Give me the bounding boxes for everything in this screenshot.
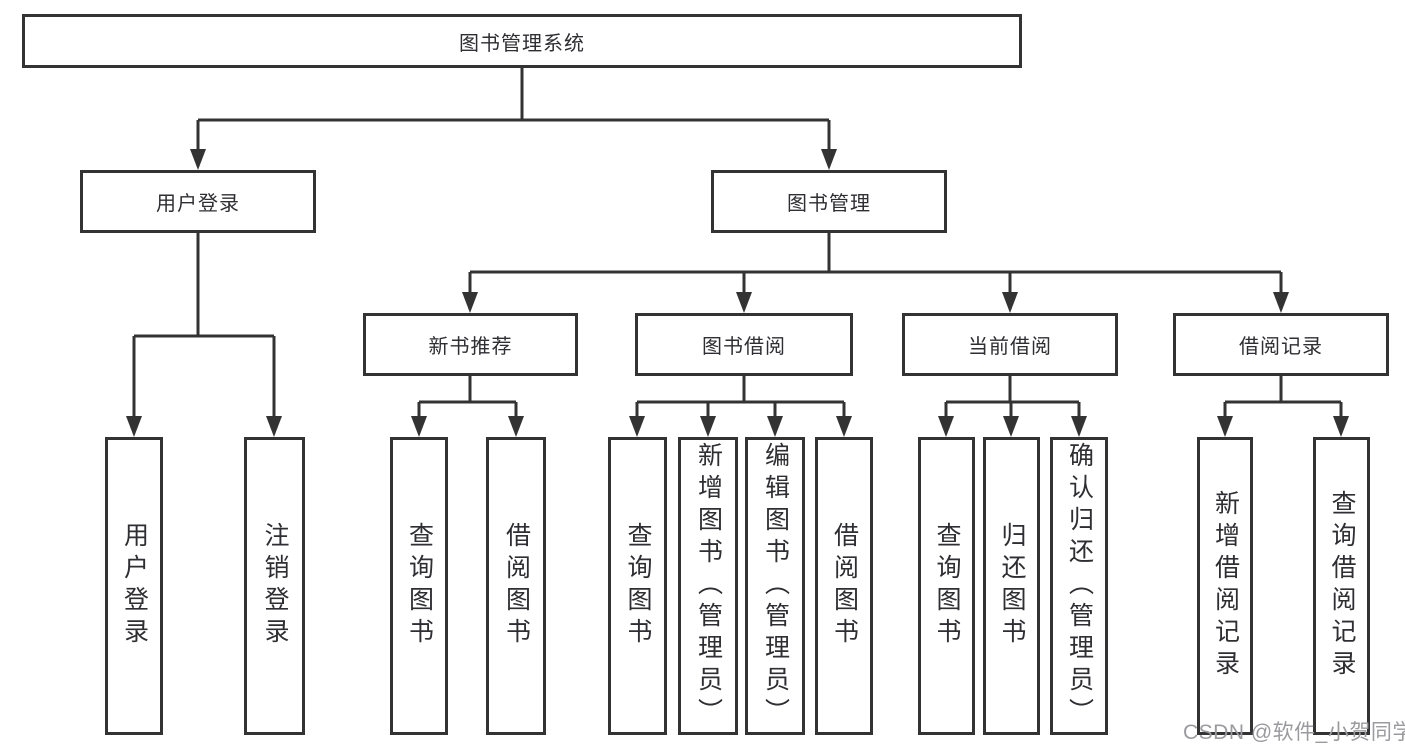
arrow-down-icon xyxy=(736,292,752,313)
arrowheads xyxy=(126,149,1349,437)
leaf-new-book-rec-0: 查询图书 xyxy=(390,437,448,735)
leaf-label: 用户登录 xyxy=(120,522,149,650)
leaf-current-borrow-0: 查询图书 xyxy=(918,437,975,735)
node-book-borrow-label: 图书借阅 xyxy=(702,336,786,358)
arrow-down-icon xyxy=(508,416,524,437)
node-borrow-records-label: 借阅记录 xyxy=(1239,336,1323,358)
leaf-label: 查询图书 xyxy=(933,522,961,650)
arrow-down-icon xyxy=(266,416,282,437)
arrow-down-icon xyxy=(1273,292,1289,313)
arrow-down-icon xyxy=(462,292,478,313)
leaf-book-borrow-2: 编辑图书（管理员） xyxy=(745,437,805,735)
node-book-mgmt: 图书管理 xyxy=(711,170,947,233)
leaf-borrow-records-0: 新增借阅记录 xyxy=(1197,437,1253,735)
node-root-label: 图书管理系统 xyxy=(459,32,585,55)
leaf-user-login-1: 注销登录 xyxy=(244,437,305,735)
node-new-book-rec: 新书推荐 xyxy=(363,313,578,376)
connector-root-to-level2 xyxy=(196,68,831,164)
leaf-label: 查询图书 xyxy=(624,522,652,650)
arrow-down-icon xyxy=(1333,416,1349,437)
node-new-book-rec-label: 新书推荐 xyxy=(428,336,513,358)
arrow-down-icon xyxy=(1071,416,1087,437)
node-book-borrow: 图书借阅 xyxy=(635,313,853,376)
leaf-label: 注销登录 xyxy=(261,522,289,650)
node-root: 图书管理系统 xyxy=(22,14,1022,68)
leaf-book-borrow-0: 查询图书 xyxy=(608,437,667,735)
arrow-down-icon xyxy=(190,149,206,170)
leaf-borrow-records-1: 查询借阅记录 xyxy=(1313,437,1370,735)
arrow-down-icon xyxy=(1002,292,1018,313)
node-current-borrow: 当前借阅 xyxy=(902,313,1118,376)
connector-borrow-records-to-leaves xyxy=(1223,376,1343,431)
leaf-label: 借阅图书 xyxy=(830,522,859,650)
arrow-down-icon xyxy=(821,149,837,170)
node-borrow-records: 借阅记录 xyxy=(1173,313,1389,376)
connector-user-login-to-leaves xyxy=(132,233,276,431)
connector-book-mgmt-to-level3 xyxy=(468,233,1283,307)
node-current-borrow-label: 当前借阅 xyxy=(968,336,1052,358)
connector-book-borrow-to-leaves xyxy=(635,376,846,431)
csdn-watermark: CSDN @软件_小贺同学 xyxy=(1183,721,1405,744)
leaf-label: 借阅图书 xyxy=(502,522,531,650)
arrow-down-icon xyxy=(836,416,852,437)
arrow-down-icon xyxy=(411,416,427,437)
leaf-current-borrow-2: 确认归还（管理员） xyxy=(1050,437,1108,735)
arrow-down-icon xyxy=(1217,416,1233,437)
leaf-label: 查询图书 xyxy=(405,522,434,650)
connector-new-book-rec-to-leaves xyxy=(417,376,518,431)
arrow-down-icon xyxy=(938,416,954,437)
leaf-label: 新增图书（管理员） xyxy=(694,442,723,730)
arrow-down-icon xyxy=(1003,416,1019,437)
leaf-new-book-rec-1: 借阅图书 xyxy=(486,437,546,735)
leaf-label: 确认归还（管理员） xyxy=(1065,442,1094,730)
leaf-label: 编辑图书（管理员） xyxy=(761,442,790,730)
leaf-user-login-0: 用户登录 xyxy=(105,437,163,735)
node-book-mgmt-label: 图书管理 xyxy=(787,193,871,215)
arrow-down-icon xyxy=(700,416,716,437)
arrow-down-icon xyxy=(767,416,783,437)
node-user-login-label: 用户登录 xyxy=(156,193,240,215)
arrow-down-icon xyxy=(629,416,645,437)
node-user-login: 用户登录 xyxy=(80,170,316,233)
leaf-label: 新增借阅记录 xyxy=(1211,490,1240,682)
leaf-book-borrow-3: 借阅图书 xyxy=(815,437,873,735)
leaf-current-borrow-1: 归还图书 xyxy=(983,437,1040,735)
leaf-book-borrow-1: 新增图书（管理员） xyxy=(678,437,738,735)
arrow-down-icon xyxy=(126,416,142,437)
leaf-label: 查询借阅记录 xyxy=(1328,490,1356,682)
leaf-label: 归还图书 xyxy=(998,522,1026,650)
